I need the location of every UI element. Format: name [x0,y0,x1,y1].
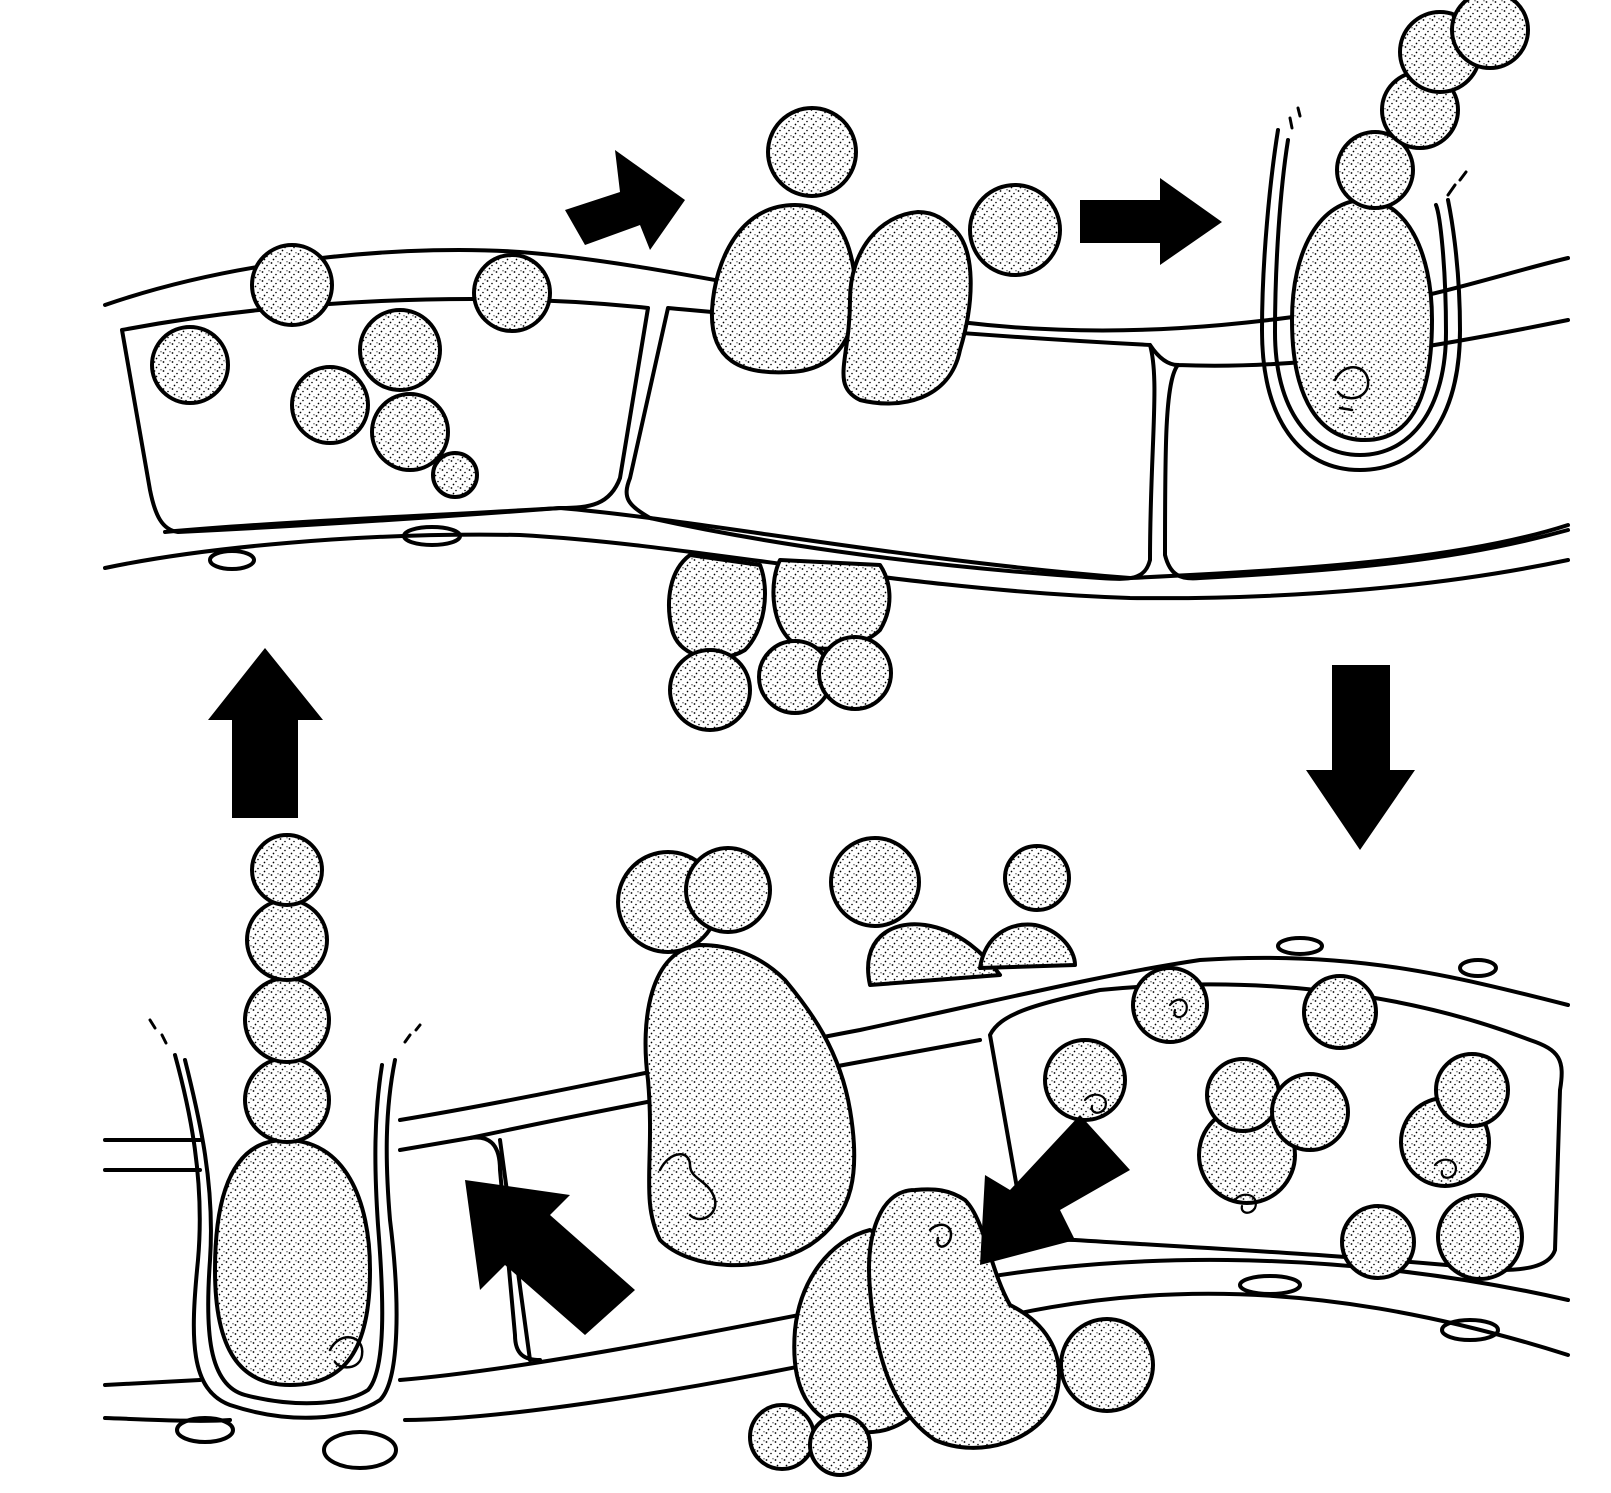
arrow-top-2 [1080,178,1222,265]
spores-upper-cell-1 [152,245,550,497]
sporangium-lower-left [150,835,420,1418]
bump-lower-6 [324,1432,396,1468]
bump-upper-1 [210,551,254,569]
bump-lower-1 [1278,938,1322,954]
spores-upper-cell-2 [669,108,1060,730]
arrow-left-up [208,648,323,818]
sporangium-upper-right [1262,0,1528,470]
arrow-bottom-left [465,1180,635,1335]
bump-lower-4 [1442,1320,1498,1340]
bump-lower-3 [1240,1276,1300,1294]
arrow-right-down [1306,665,1415,850]
arrow-top-1 [565,150,685,250]
bump-lower-2 [1460,960,1496,976]
